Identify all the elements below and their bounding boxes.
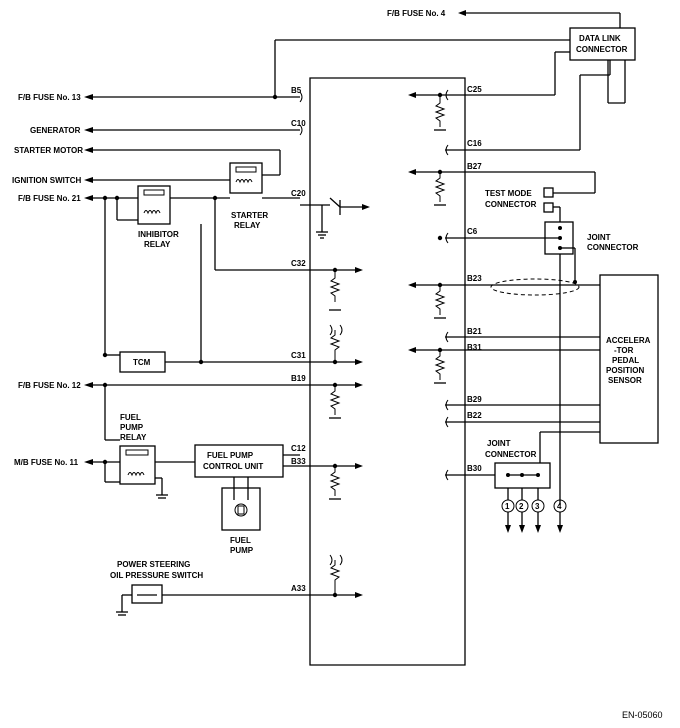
inhibitor-relay-label-1: INHIBITOR (138, 230, 179, 239)
pin-c32: C32 (291, 259, 306, 268)
fuel-pump-control-unit-label-1: FUEL PUMP (207, 451, 254, 460)
power-steering-label-2: OIL PRESSURE SWITCH (110, 571, 203, 580)
starter-relay-label-1: STARTER (231, 211, 268, 220)
terminal-2-label: 2 (519, 502, 524, 511)
power-steering-label-1: POWER STEERING (117, 560, 190, 569)
fuel-pump-label-2: PUMP (230, 546, 254, 555)
joint-connector-upper-label-1: JOINT (587, 233, 611, 242)
test-mode-label-2: CONNECTOR (485, 200, 537, 209)
data-link-connector-label-1: DATA LINK (579, 34, 621, 43)
fuel-pump-control-unit-label-2: CONTROL UNIT (203, 462, 263, 471)
fb-fuse-4-label: F/B FUSE No. 4 (387, 9, 446, 18)
pin-c16: C16 (467, 139, 482, 148)
terminal-3-label: 3 (535, 502, 540, 511)
pin-c31: C31 (291, 351, 306, 360)
pin-b30: B30 (467, 464, 482, 473)
joint-connector-upper-label-2: CONNECTOR (587, 243, 639, 252)
pin-c25: C25 (467, 85, 482, 94)
ecm-body (309, 77, 466, 666)
terminal-4-label: 4 (557, 502, 562, 511)
starter-relay-label-2: RELAY (234, 221, 261, 230)
accel-sensor-label-3: PEDAL (612, 356, 639, 365)
pin-c12: C12 (291, 444, 306, 453)
figure-code: EN-05060 (622, 710, 663, 720)
fuel-pump-relay-label-2: PUMP (120, 423, 144, 432)
fb-fuse-12-label: F/B FUSE No. 12 (18, 381, 81, 390)
starter-motor-label: STARTER MOTOR (14, 146, 83, 155)
test-mode-label-1: TEST MODE (485, 189, 532, 198)
inhibitor-relay (137, 185, 171, 225)
pin-c6: C6 (467, 227, 478, 236)
ignition-switch-label: IGNITION SWITCH (12, 176, 82, 185)
tcm-label: TCM (133, 358, 151, 367)
pin-b27: B27 (467, 162, 482, 171)
starter-relay (229, 162, 263, 194)
fuel-pump-relay-label-3: RELAY (120, 433, 147, 442)
pin-c10: C10 (291, 119, 306, 128)
fuel-pump (221, 487, 261, 531)
pin-b5: B5 (291, 86, 302, 95)
pin-b31: B31 (467, 343, 482, 352)
tcm-box (119, 351, 166, 373)
pin-b23: B23 (467, 274, 482, 283)
accel-sensor-label-5: SENSOR (608, 376, 642, 385)
fb-fuse-21-label: F/B FUSE No. 21 (18, 194, 81, 203)
pin-b29: B29 (467, 395, 482, 404)
accel-sensor-label-1: ACCELERA (606, 336, 651, 345)
test-mode-connector-bottom (543, 202, 554, 213)
fuel-pump-relay (119, 445, 156, 485)
accel-sensor-label-2: -TOR (614, 346, 634, 355)
terminal-1-label: 1 (505, 502, 510, 511)
joint-connector-lower-label-1: JOINT (487, 439, 511, 448)
test-mode-connector-top (543, 187, 554, 198)
mb-fuse-11-label: M/B FUSE No. 11 (14, 458, 79, 467)
fb-fuse-13-label: F/B FUSE No. 13 (18, 93, 81, 102)
fuel-pump-control-unit (194, 444, 284, 478)
pin-b21: B21 (467, 327, 482, 336)
pin-b33: B33 (291, 457, 306, 466)
generator-label: GENERATOR (30, 126, 81, 135)
accel-sensor-label-4: POSITION (606, 366, 644, 375)
fuel-pump-relay-label-1: FUEL (120, 413, 141, 422)
data-link-connector-label-2: CONNECTOR (576, 45, 628, 54)
pin-b19: B19 (291, 374, 306, 383)
pin-b22: B22 (467, 411, 482, 420)
pin-a33: A33 (291, 584, 306, 593)
data-link-connector (569, 27, 636, 61)
inhibitor-relay-label-2: RELAY (144, 240, 171, 249)
pin-c20: C20 (291, 189, 306, 198)
joint-connector-lower-label-2: CONNECTOR (485, 450, 537, 459)
accel-pedal-sensor (599, 274, 659, 444)
shielded-cable (490, 278, 580, 296)
power-steering-switch (131, 584, 163, 604)
fuel-pump-label-1: FUEL (230, 536, 251, 545)
